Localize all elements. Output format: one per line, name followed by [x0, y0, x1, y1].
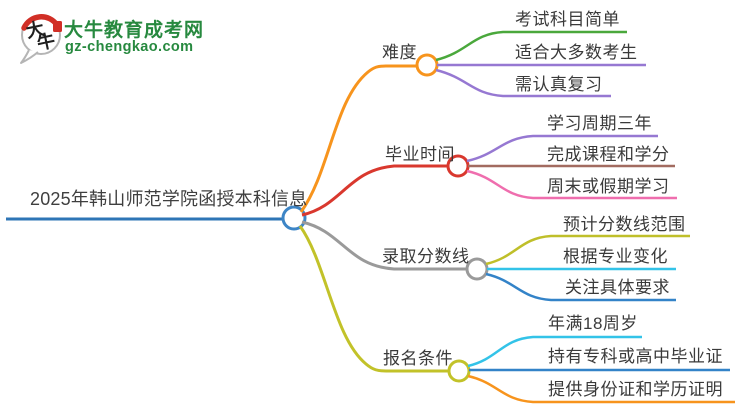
child-line: [466, 169, 677, 200]
logo-bubble-tail: [20, 49, 39, 64]
child-label: 关注具体要求: [565, 278, 670, 297]
branch-line-nandu: [299, 64, 417, 213]
child-label: 持有专科或高中毕业证: [548, 347, 723, 366]
child-line: [467, 374, 735, 404]
branch-label-biye: 毕业时间: [385, 145, 455, 164]
child-line: [485, 234, 690, 266]
child-label: 适合大多数考生: [515, 43, 638, 62]
child-line: [466, 134, 658, 163]
child-line: [435, 30, 627, 62]
child-label: 根据专业变化: [563, 247, 668, 266]
branch-label-luqu: 录取分数线: [382, 247, 470, 266]
branch-node-circle-nandu: [415, 53, 439, 77]
child-label: 完成课程和学分: [547, 145, 670, 164]
branch-line-luqu: [301, 220, 467, 271]
branch-line-biye: [301, 164, 448, 217]
branch-label-nandu: 难度: [382, 43, 417, 62]
logo-site-name: 大牛教育成考网: [64, 20, 205, 41]
branch-node-circle-luqu: [465, 257, 489, 281]
child-label: 年满18周岁: [548, 314, 638, 333]
child-label: 需认真复习: [515, 75, 603, 94]
root-node-circle: [281, 205, 307, 231]
logo-bubble-icon: [20, 14, 62, 64]
branch-label-baoming: 报名条件: [383, 349, 453, 368]
branch-line-baoming: [298, 225, 449, 373]
child-line: [435, 68, 611, 98]
child-label: 预计分数线范围: [563, 215, 686, 234]
logo-bubble-char-bottom: 牛: [35, 30, 57, 54]
child-line: [467, 335, 642, 368]
logo-seal-icon: [53, 21, 62, 32]
root-topic-label: 2025年韩山师范学院函授本科信息: [30, 189, 308, 209]
child-line: [485, 272, 676, 302]
child-label: 学习周期三年: [547, 114, 652, 133]
child-label: 提供身份证和学历证明: [548, 380, 723, 399]
logo-site-url: gz-chengkao.com: [65, 39, 194, 55]
child-label: 周末或假期学习: [547, 177, 670, 196]
child-label: 考试科目简单: [515, 10, 620, 29]
